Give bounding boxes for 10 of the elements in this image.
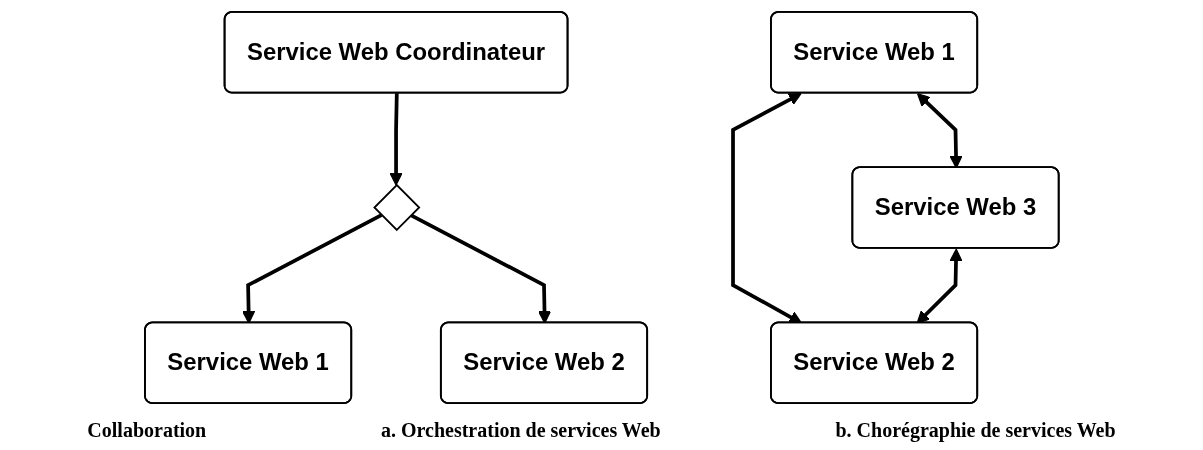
node-diamond [372, 183, 421, 232]
caption: a. Orchestration de services Web [380, 419, 661, 442]
arrow [916, 93, 963, 169]
annotation-label: Collaboration [87, 419, 207, 442]
arrow [241, 213, 382, 324]
arrow [389, 93, 403, 186]
caption: b. Chorégraphie de services Web [835, 419, 1116, 442]
arrow [916, 248, 963, 324]
arrow [730, 93, 802, 324]
arrow [409, 213, 551, 324]
